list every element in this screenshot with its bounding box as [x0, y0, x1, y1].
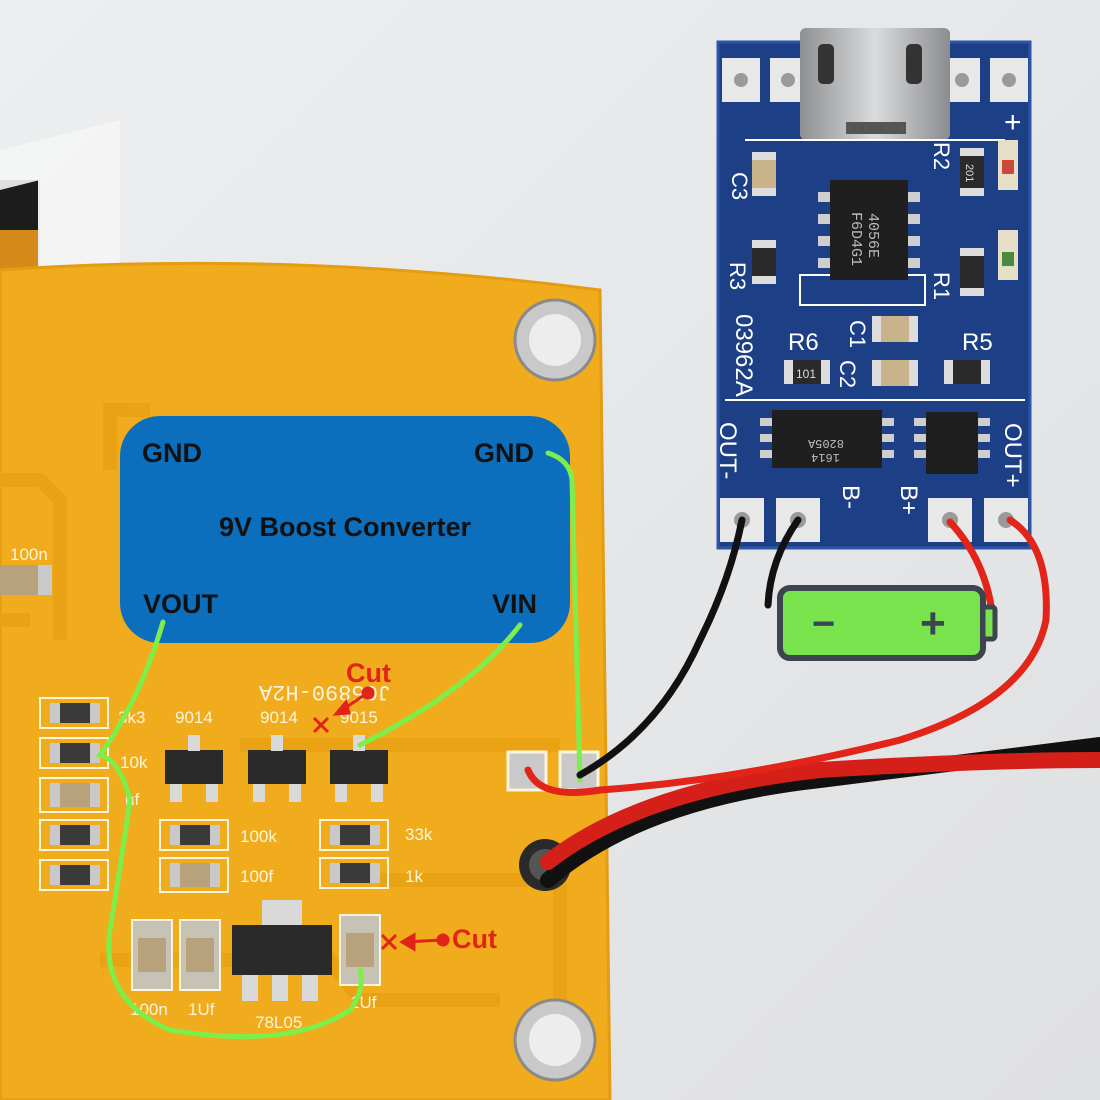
- vin-label: VIN: [492, 589, 538, 619]
- silk-10k: 10k: [120, 753, 148, 772]
- silk-c2: C2: [835, 360, 860, 388]
- red-wires: [524, 516, 1050, 796]
- silk-78l05: 78L05: [255, 1013, 302, 1032]
- silk-100f: 100f: [240, 867, 273, 886]
- wire-b-minus: [764, 516, 802, 609]
- resistor-code-r2: 201: [963, 164, 975, 182]
- converter-title: 9V Boost Converter: [218, 512, 472, 542]
- silk-c1: C1: [845, 320, 870, 348]
- silk-plus: +: [1004, 106, 1022, 139]
- chip-small-text: 8205A: [807, 436, 844, 450]
- silk-100k: 100k: [240, 827, 277, 846]
- silk-33k: 33k: [405, 825, 433, 844]
- silk-board-id: 03962A: [730, 314, 757, 397]
- battery-minus: −: [812, 602, 835, 646]
- resistor-code-r6: 101: [796, 367, 816, 381]
- silk-r1: R1: [929, 272, 954, 300]
- charger-board: + C3 R3 R2 R1 C1 C2 R6 R5 03962A OUT- OU…: [714, 28, 1032, 550]
- wire-vin: [357, 622, 523, 748]
- silk-1uf-a: 1Uf: [188, 1000, 215, 1019]
- silk-1k: 1k: [405, 867, 423, 886]
- silk-r2: R2: [929, 142, 954, 170]
- silk-r6: R6: [788, 329, 819, 356]
- tester-pcb: J05890-H2A 9014 9014 9015 3k3 10k nf 100…: [0, 261, 612, 1100]
- chip-main-text: 4056E: [864, 213, 881, 258]
- silk-b-plus: B+: [895, 485, 922, 515]
- wire-out-minus: [576, 516, 746, 779]
- cut-label-bottom: Cut: [452, 924, 497, 954]
- black-wires: [576, 516, 802, 779]
- silk-9014a: 9014: [175, 708, 213, 727]
- tp4056-chip: 4056E F6D4G1: [818, 180, 920, 280]
- silk-100n: 100n: [10, 545, 48, 564]
- boost-converter-box: [120, 416, 570, 643]
- dw01-8205-chips: 8205A 1614: [760, 410, 990, 474]
- smd-resistor-column: [39, 697, 109, 891]
- wire-out-plus: [524, 516, 1050, 796]
- wire-vout: [95, 619, 364, 1040]
- cut-label-top: Cut: [346, 658, 391, 688]
- green-wires: [95, 450, 583, 1040]
- battery-cable: [540, 737, 1100, 888]
- silk-b-minus: B-: [837, 485, 864, 509]
- wire-b-plus: [946, 518, 996, 616]
- chip-main-code: F6D4G1: [847, 212, 864, 266]
- battery-plus: +: [920, 599, 946, 648]
- silk-out-plus: OUT+: [999, 423, 1026, 488]
- vout-label: VOUT: [143, 589, 219, 619]
- lcd-edge: [0, 120, 120, 290]
- silk-c3: C3: [727, 172, 752, 200]
- chip-small-code: 1614: [811, 450, 840, 464]
- silk-r3: R3: [725, 262, 750, 290]
- gnd-right-label: GND: [474, 438, 534, 468]
- smd-bottom: [131, 900, 381, 1001]
- battery-icon: − +: [777, 585, 998, 661]
- gnd-left-label: GND: [142, 438, 202, 468]
- transistors: [165, 735, 388, 802]
- wire-gnd: [545, 450, 583, 783]
- smd-middle: [159, 819, 389, 893]
- silk-out-minus: OUT-: [714, 422, 741, 479]
- cut-markers: [312, 686, 450, 952]
- silk-r5: R5: [962, 329, 993, 356]
- silk-9014b: 9014: [260, 708, 298, 727]
